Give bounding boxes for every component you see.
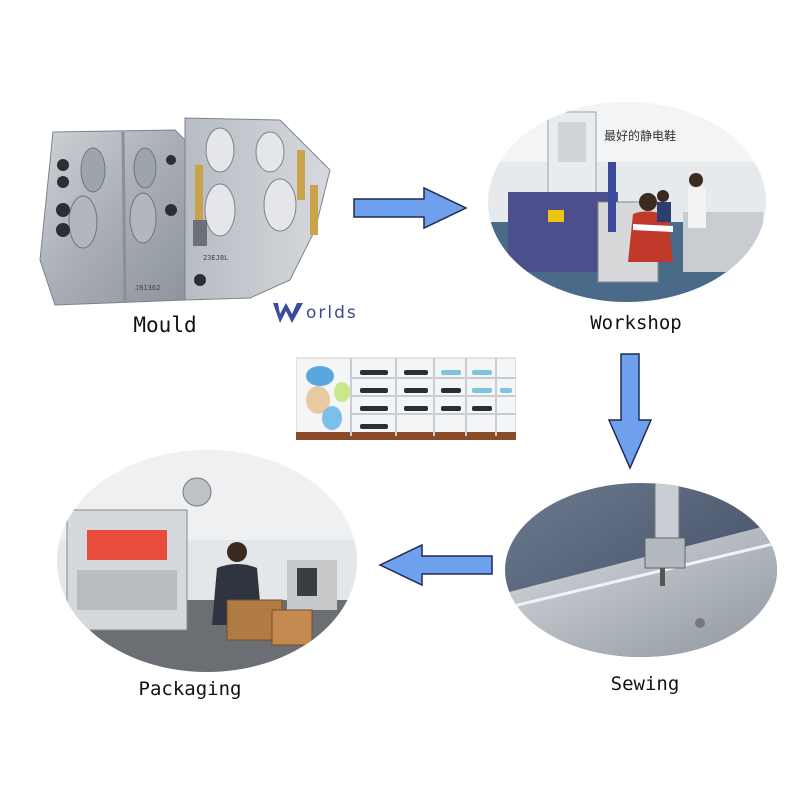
step-label-workshop: Workshop [586, 306, 686, 340]
step-label-packaging: Packaging [135, 672, 245, 706]
shoe-display-photo [296, 357, 516, 440]
sewing-photo [505, 483, 777, 657]
step-label-mould: Mould [120, 308, 210, 342]
workshop-banner: 最好的静电鞋 [604, 128, 676, 143]
mould-photo: J81362 23EJ8L [39, 117, 331, 306]
arrow-sewing-to-packaging [378, 543, 493, 587]
mould-code-1: J81362 [135, 284, 160, 292]
packaging-photo [57, 450, 357, 672]
w-logo-icon [273, 303, 303, 323]
brand-logo: orlds [272, 296, 372, 330]
workshop-photo: 最好的静电鞋 [488, 102, 766, 302]
arrow-mould-to-workshop [353, 186, 468, 230]
step-label-sewing: Sewing [600, 667, 690, 701]
brand-name: orlds [306, 303, 358, 323]
mould-code-2: 23EJ8L [203, 254, 228, 262]
arrow-workshop-to-sewing [607, 353, 653, 470]
